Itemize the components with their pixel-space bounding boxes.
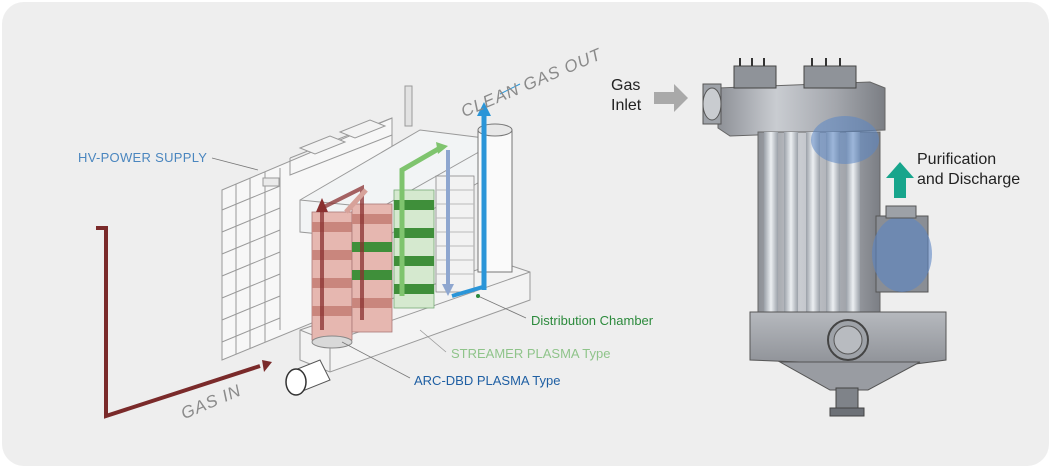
streamer-plasma-label: STREAMER PLASMA Type xyxy=(451,346,611,361)
clean-gas-leader-line xyxy=(499,83,521,95)
gas-in-pipe-opening xyxy=(285,368,307,396)
arc-dbd-plasma-label: ARC-DBD PLASMA Type xyxy=(414,373,561,388)
inlet-highlight xyxy=(811,116,879,164)
outlet-highlight xyxy=(872,216,932,292)
purification-arrow-shaft xyxy=(894,176,906,198)
streamer-flow-arrow xyxy=(399,145,442,296)
hv-leader-line xyxy=(211,157,259,171)
gas-in-arrowhead xyxy=(262,360,272,372)
purification-line2: and Discharge xyxy=(917,171,1021,188)
streamer-column-2 xyxy=(435,175,475,293)
arc-dbd-column xyxy=(311,211,353,349)
streamer-column xyxy=(393,189,435,309)
gas-in-arrow xyxy=(96,226,261,419)
arc-leader-line xyxy=(341,341,411,379)
distribution-leader-line xyxy=(477,295,527,319)
purification-line1: Purification xyxy=(917,151,997,168)
arc-flow-arrow xyxy=(320,184,364,330)
hv-power-supply-label: HV-POWER SUPPLY xyxy=(78,150,208,165)
gas-inlet-line2: Inlet xyxy=(611,97,642,114)
gas-inlet-arrow xyxy=(654,84,688,112)
gas-inlet-line1: Gas xyxy=(611,77,641,94)
streamer-leader-line xyxy=(419,329,447,353)
purifier-unit xyxy=(654,58,947,417)
gas-inlet-label: Gas Inlet xyxy=(611,76,641,116)
purification-arrow-head xyxy=(886,162,914,178)
arc-dbd-column-2 xyxy=(351,203,393,333)
distribution-chamber-label: Distribution Chamber xyxy=(531,313,654,328)
arc-flow-arrow-light xyxy=(344,188,368,214)
purification-discharge-label: Purification and Discharge xyxy=(917,150,1020,190)
